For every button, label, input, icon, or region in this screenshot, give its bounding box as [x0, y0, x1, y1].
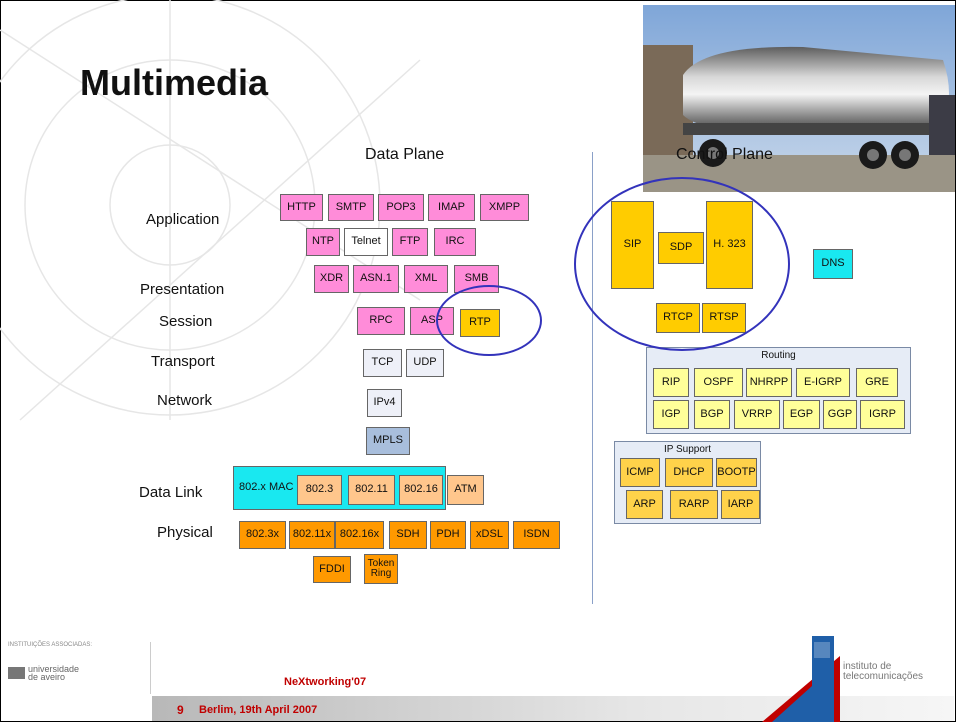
- proto-802-3x: 802.3x: [239, 521, 286, 549]
- footer-place-date: Berlim, 19th April 2007: [199, 704, 318, 716]
- proto-isdn: ISDN: [513, 521, 560, 549]
- proto-802-11x: 802.11x: [289, 521, 335, 549]
- ctrl-sdp: SDP: [658, 232, 704, 264]
- proto-802-11: 802.11: [348, 475, 395, 505]
- proto-smb: SMB: [454, 265, 499, 293]
- inst-name-line1: instituto de: [843, 661, 892, 672]
- proto-telnet: Telnet: [344, 228, 388, 256]
- layer-label-transport: Transport: [151, 353, 215, 370]
- layer-label-network: Network: [157, 392, 213, 409]
- route-ospf: OSPF: [694, 368, 743, 397]
- route-eigrp: E-IGRP: [796, 368, 850, 397]
- proto-smtp: SMTP: [328, 194, 374, 221]
- ip-dhcp: DHCP: [665, 458, 713, 487]
- slide-title: Multimedia: [80, 62, 269, 103]
- proto-irc: IRC: [434, 228, 476, 256]
- route-gre: GRE: [856, 368, 898, 397]
- proto-802-3: 802.3: [297, 475, 342, 505]
- proto-tcp: TCP: [363, 349, 402, 377]
- footer-assoc-label: INSTITUIÇÕES ASSOCIADAS:: [8, 642, 93, 648]
- proto-802x-mac: 802.x MAC: [239, 481, 294, 494]
- route-igp: IGP: [653, 400, 689, 429]
- proto-imap: IMAP: [428, 194, 475, 221]
- ip-iarp: IARP: [721, 490, 760, 519]
- proto-pdh: PDH: [430, 521, 466, 549]
- footer-event: NeXtworking'07: [284, 676, 367, 688]
- route-nhrpp: NHRPP: [746, 368, 792, 397]
- proto-xdr: XDR: [314, 265, 349, 293]
- ctrl-rtsp: RTSP: [702, 303, 746, 333]
- univ-name-line2: de aveiro: [28, 672, 66, 682]
- proto-asn1: ASN.1: [353, 265, 399, 293]
- proto-xmpp: XMPP: [480, 194, 529, 221]
- proto-http: HTTP: [280, 194, 323, 221]
- proto-ftp: FTP: [392, 228, 428, 256]
- route-rip: RIP: [653, 368, 689, 397]
- proto-ipv4: IPv4: [367, 389, 402, 417]
- proto-xml: XML: [404, 265, 448, 293]
- univ-aveiro-logo-icon: [8, 667, 25, 679]
- ip-bootp: BOOTP: [716, 458, 757, 487]
- layer-label-physical: Physical: [157, 524, 213, 541]
- univ-name-line1: universidade: [28, 664, 80, 674]
- proto-atm: ATM: [447, 475, 484, 505]
- proto-802-16: 802.16: [399, 475, 443, 505]
- proto-token-ring: Token Ring: [364, 554, 398, 584]
- control-plane-label: Control Plane: [676, 146, 773, 163]
- layer-label-application: Application: [146, 211, 220, 228]
- ctrl-sip: SIP: [611, 201, 654, 289]
- proto-rpc: RPC: [357, 307, 405, 335]
- it-logo-icon: [762, 636, 840, 722]
- proto-sdh: SDH: [389, 521, 427, 549]
- ctrl-dns: DNS: [813, 249, 853, 279]
- ip-arp: ARP: [626, 490, 663, 519]
- routing-panel-title: Routing: [761, 350, 796, 361]
- layer-label-presentation: Presentation: [140, 281, 225, 298]
- route-vrrp: VRRP: [734, 400, 780, 429]
- footer-page-number: 9: [177, 703, 184, 717]
- footer-separator: [150, 642, 151, 694]
- proto-xdsl: xDSL: [470, 521, 509, 549]
- route-bgp: BGP: [694, 400, 730, 429]
- route-ggp: GGP: [823, 400, 857, 429]
- layer-label-session: Session: [159, 313, 213, 330]
- layer-label-data-link: Data Link: [139, 484, 203, 501]
- plane-divider: [592, 152, 593, 604]
- data-plane-label: Data Plane: [365, 146, 445, 163]
- proto-pop3: POP3: [378, 194, 424, 221]
- proto-fddi: FDDI: [313, 556, 351, 583]
- proto-ntp: NTP: [306, 228, 340, 256]
- inst-name-line2: telecomunicações: [843, 671, 924, 682]
- proto-802-16x: 802.16x: [335, 521, 384, 549]
- proto-udp: UDP: [406, 349, 444, 377]
- proto-asp: ASP: [410, 307, 454, 335]
- tanker-truck-photo: [643, 5, 955, 192]
- proto-mpls: MPLS: [366, 427, 410, 455]
- ip-icmp: ICMP: [620, 458, 660, 487]
- route-igrp: IGRP: [860, 400, 905, 429]
- route-egp: EGP: [783, 400, 820, 429]
- proto-rtp: RTP: [460, 309, 500, 337]
- ip-rarp: RARP: [670, 490, 718, 519]
- ctrl-h323: H. 323: [706, 201, 753, 289]
- ctrl-rtcp: RTCP: [656, 303, 700, 333]
- ip-support-panel-title: IP Support: [663, 444, 712, 455]
